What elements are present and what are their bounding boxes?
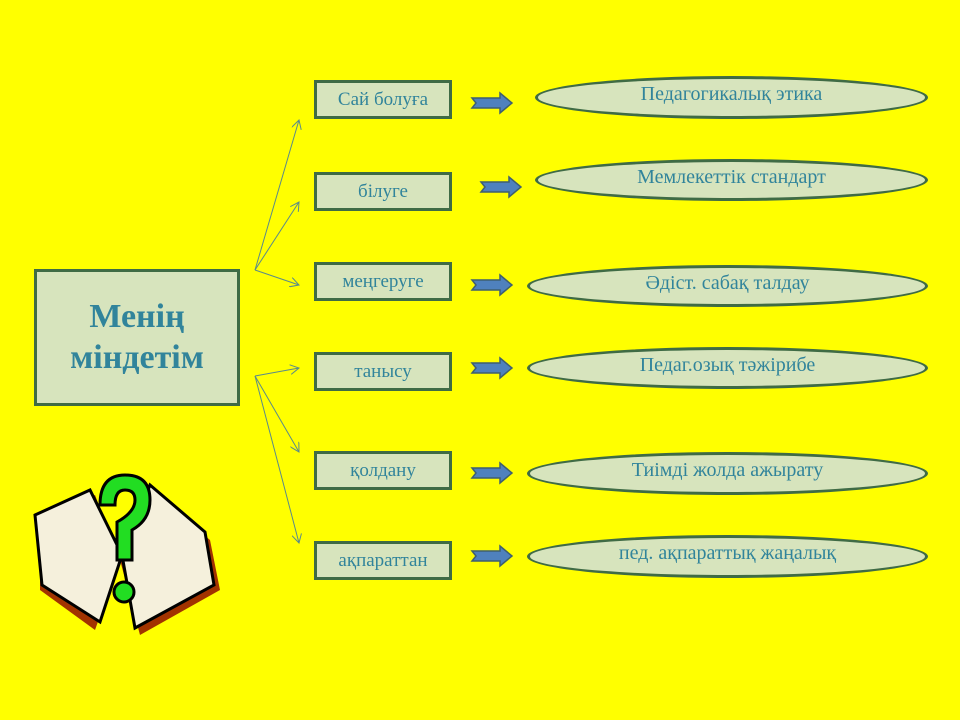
task-box: білуге [314,172,452,211]
result-label: Тиімді жолда ажырату [631,459,824,481]
result-ellipse: пед. ақпараттық жаңалық [527,535,928,578]
book-question-icon [33,473,220,635]
task-box: қолдану [314,451,452,490]
block-arrow-icon [470,544,514,568]
task-label: қолдану [350,459,416,481]
task-label: меңгеруге [342,270,424,292]
block-arrow-icon [470,273,514,297]
task-label: Сай болуға [337,88,429,110]
connector-arrow [254,269,299,285]
result-label: Әдіст. сабақ талдау [645,271,810,294]
task-box: танысу [314,352,452,391]
block-arrow-icon [470,91,514,115]
task-label: ақпараттан [338,549,428,571]
result-label: Мемлекеттік стандарт [637,165,826,188]
task-label: танысу [354,360,412,382]
main-title-line1: Менің [89,297,185,335]
main-title-line2: міндетім [70,338,204,376]
task-box: ақпараттан [314,541,452,580]
result-ellipse: Мемлекеттік стандарт [535,159,928,201]
task-box: меңгеруге [314,262,452,301]
block-arrow-icon [470,356,514,380]
task-label: білуге [358,180,408,202]
result-ellipse: Педаг.озық тәжірибе [527,347,928,389]
connector-arrow [254,375,299,543]
result-ellipse: Педагогикалық этика [535,76,928,119]
result-label: пед. ақпараттық жаңалық [618,542,837,564]
result-ellipse: Тиімді жолда ажырату [527,452,928,495]
connector-arrow [254,202,299,271]
result-ellipse: Әдіст. сабақ талдау [527,265,928,307]
result-label: Педаг.озық тәжірибе [639,353,816,376]
connector-arrow [254,375,299,452]
task-box: Сай болуға [314,80,452,119]
connector-arrow [254,368,299,377]
block-arrow-icon [479,175,523,199]
result-label: Педагогикалық этика [640,83,823,105]
block-arrow-icon [470,461,514,485]
connector-arrow [254,120,299,271]
